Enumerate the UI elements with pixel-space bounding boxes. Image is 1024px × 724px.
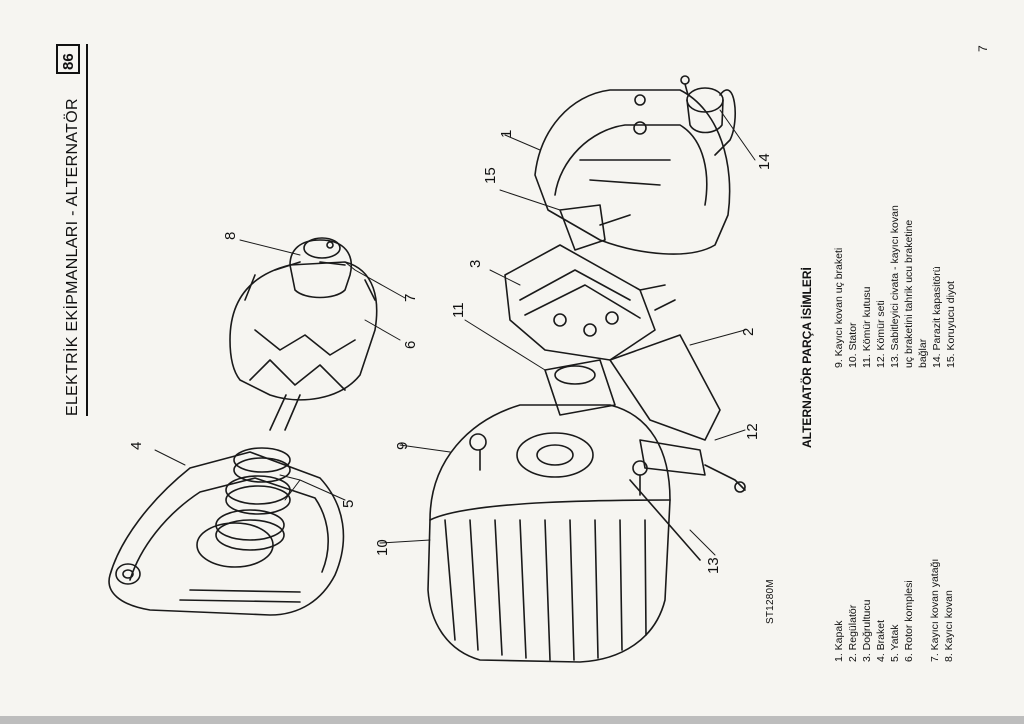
callout-5: 5: [340, 499, 357, 508]
callout-3: 3: [467, 259, 484, 268]
callout-14: 14: [756, 153, 773, 170]
callout-10: 10: [374, 539, 391, 556]
legend-item: 7. Kayıcı kovan yatağı: [929, 558, 941, 662]
brush-set-part: [639, 439, 746, 493]
legend-item: 13. Sabitleyici civata - kayıcı kovan: [889, 205, 901, 368]
callout-4: 4: [128, 441, 145, 450]
stator-part: [427, 404, 671, 663]
callout-15: 15: [482, 167, 499, 184]
legend-item: 12. Kömür seti: [875, 300, 887, 368]
page-number-box: [56, 44, 80, 74]
bearing-part: [215, 447, 291, 551]
legend-item: 14. Parazit kapasitörü: [931, 266, 943, 368]
legend-item: 5. Yatak: [889, 624, 901, 662]
brush-holder-part: [544, 359, 616, 416]
legend-title: ALTERNATÖR PARÇA İSİMLERİ: [800, 267, 814, 448]
header-rule: [86, 44, 88, 416]
legend-item: 6. Rotor komplesi: [903, 580, 915, 662]
regulator-part: [609, 284, 721, 441]
legend-item: 4. Braket: [875, 619, 887, 662]
figure-id: ST1280M: [765, 579, 776, 624]
legend-item: 15. Koruyucu diyot: [945, 281, 957, 368]
diode-part: [559, 204, 631, 251]
bracket-part: [108, 451, 345, 616]
legend-item: 9. Kayıcı kovan uç braketi: [833, 247, 845, 368]
capacitor-part: [680, 75, 736, 156]
callout-1: 1: [498, 129, 515, 138]
cover-part: [534, 89, 731, 255]
callout-6: 6: [402, 340, 419, 349]
legend-item: 10. Stator: [847, 322, 859, 368]
callout-11: 11: [450, 302, 467, 318]
legend-item: 1. Kapak: [833, 620, 845, 662]
legend-item: uç braketini tahrik ucu braketine: [903, 219, 915, 368]
legend-item: 8. Kayıcı kovan: [943, 590, 955, 662]
rectifier-part: [504, 244, 656, 361]
callout-7: 7: [402, 293, 419, 302]
page-edge: [0, 716, 1024, 724]
rotor-part: [229, 261, 378, 431]
legend-item: 3. Doğrultucu: [861, 599, 873, 662]
callout-12: 12: [744, 423, 761, 440]
callout-9: 9: [394, 441, 411, 450]
legend-item: bağlar: [917, 338, 929, 368]
callout-13: 13: [705, 557, 722, 574]
slip-ring-part: [289, 237, 352, 299]
callout-8: 8: [222, 231, 239, 240]
bolt-part: [629, 479, 701, 561]
legend-item: 2. Regülatör: [847, 604, 859, 662]
legend-item: 11. Kömür kutusu: [861, 286, 873, 368]
callout-2: 2: [740, 327, 757, 336]
